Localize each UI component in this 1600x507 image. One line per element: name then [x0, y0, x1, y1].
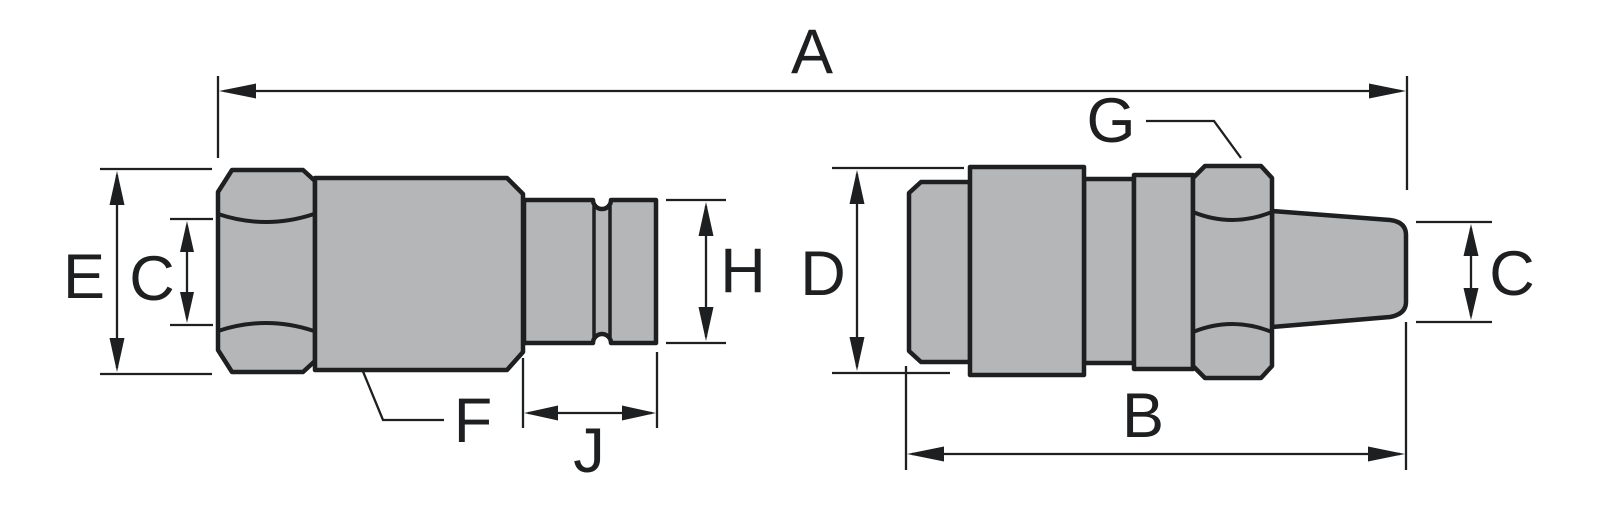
arrowhead-left [219, 83, 256, 99]
arrowhead-down [109, 338, 125, 372]
left-hex-lower-facet-line [216, 321, 316, 333]
arrowhead-up [698, 202, 714, 236]
dimension-D-collar-diameter: D [800, 166, 964, 375]
arrowhead-up [1463, 224, 1479, 256]
dim-label-f: F [454, 386, 492, 456]
right-hex-upper-facet-line [1191, 210, 1274, 222]
left-hex-nut [215, 167, 318, 375]
callout-G-hex: G [1086, 86, 1242, 159]
dimension-B-fitting-length: B [904, 322, 1408, 470]
left-nipple-end [521, 197, 659, 346]
dim-label-c-left: C [129, 244, 175, 314]
dim-label-c-right: C [1489, 239, 1535, 309]
leader-line [360, 368, 444, 422]
dim-label-b: B [1122, 381, 1164, 451]
dimension-C-right-thread: C [1416, 220, 1535, 324]
left-coupler-body [312, 175, 526, 373]
arrowhead-up [180, 221, 194, 252]
arrowhead-left [524, 405, 558, 421]
dimension-A-overall-length: A [216, 17, 1409, 190]
arrowhead-down [180, 292, 194, 323]
arrowhead-up [849, 170, 865, 204]
right-sleeve-collar [967, 164, 1087, 378]
left-coupler-plug [215, 167, 659, 375]
right-hex-nut [1190, 163, 1275, 381]
callout-F-body: F [360, 368, 492, 456]
dimension-J-nipple-length: J [521, 352, 659, 486]
right-coupler-nipple [906, 163, 1409, 381]
arrowhead-left [907, 446, 944, 462]
dim-label-e: E [63, 242, 105, 312]
arrowhead-down [698, 307, 714, 341]
arrowhead-down [849, 337, 865, 371]
right-band-large [1131, 172, 1196, 372]
right-end-cap [906, 179, 973, 365]
dimension-E-hex-size: E [63, 167, 212, 376]
arrowhead-down [1463, 288, 1479, 320]
dim-label-g: G [1086, 86, 1135, 156]
arrowhead-right [1369, 83, 1406, 99]
leader-line [1146, 119, 1242, 159]
right-band-small [1081, 176, 1137, 366]
right-tapered-thread-tip [1269, 208, 1409, 330]
arrowhead-right [622, 405, 656, 421]
dimension-H-nipple-diameter: H [666, 198, 766, 345]
right-hex-lower-facet-line [1191, 322, 1274, 334]
dim-label-a: A [791, 17, 833, 87]
left-hex-upper-facet-line [216, 212, 316, 224]
part-shapes [215, 163, 1409, 381]
dimension-C-left-thread: C [129, 217, 213, 327]
arrowhead-up [109, 171, 125, 205]
dim-label-j: J [573, 416, 605, 486]
arrowhead-right [1368, 446, 1405, 462]
dim-label-d: D [800, 239, 846, 309]
dim-label-h: H [720, 236, 766, 306]
